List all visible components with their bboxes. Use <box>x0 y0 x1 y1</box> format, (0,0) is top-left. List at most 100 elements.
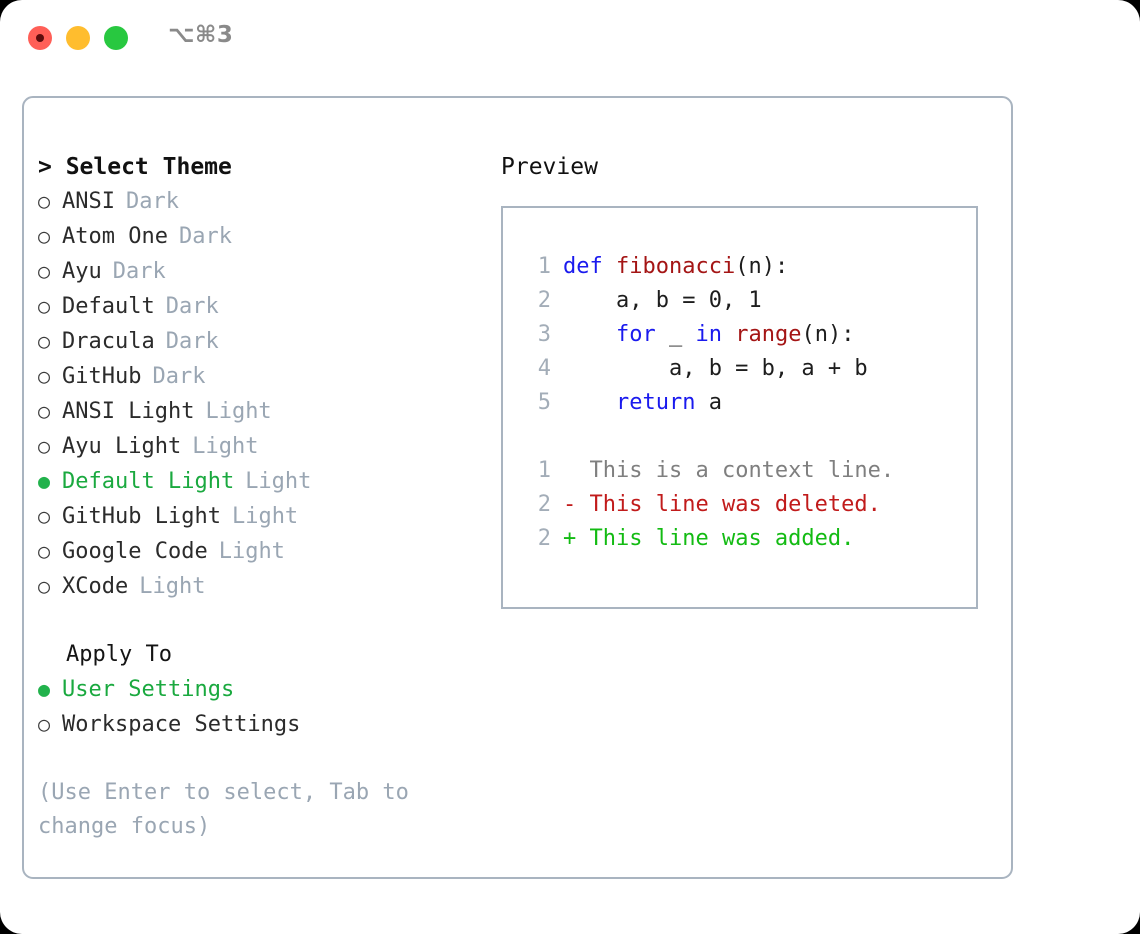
code-token-plain: _ <box>655 322 696 347</box>
diff-line-del: 2- This line was deleted. <box>517 488 976 522</box>
radio-unselected-icon: ○ <box>38 224 51 248</box>
radio-selected-icon: ● <box>38 469 51 493</box>
theme-category-badge: Dark <box>112 259 166 284</box>
theme-category-badge: Light <box>139 574 206 599</box>
code-token-kw: return <box>615 390 696 415</box>
theme-option-label: Default Light <box>62 469 235 494</box>
code-line: 3 for _ in range(n): <box>517 318 976 352</box>
minimize-button[interactable] <box>66 26 90 50</box>
theme-option-ayu[interactable]: ○ Ayu Dark <box>38 254 488 289</box>
diff-line-add: 2 + This line was added. <box>517 522 976 556</box>
maximize-button[interactable] <box>104 26 128 50</box>
radio-unselected-icon: ○ <box>38 294 51 318</box>
line-number: 1 <box>537 458 551 483</box>
code-token-plain: a, b = b, a + b <box>563 356 868 381</box>
theme-option-label: GitHub Light <box>62 504 221 529</box>
theme-category-badge: Light <box>218 539 285 564</box>
line-number: 4 <box>537 356 551 381</box>
code-token-plain <box>563 322 616 347</box>
apply-to-option-workspace-settings[interactable]: ○Workspace Settings <box>38 707 488 742</box>
code-token-plain: a <box>695 390 722 415</box>
theme-option-label: XCode <box>62 574 129 599</box>
code-token-kw: def <box>563 254 616 279</box>
radio-unselected-icon: ○ <box>38 259 51 283</box>
theme-option-label: ANSI Light <box>62 399 195 424</box>
code-line-text: a, b = 0, 1 <box>563 284 762 318</box>
code-token-plain <box>722 322 735 347</box>
radio-unselected-icon: ○ <box>38 364 51 388</box>
code-token-kw: for <box>615 322 656 347</box>
theme-option-default-light[interactable]: ● Default Light Light <box>38 464 488 499</box>
theme-option-label: Dracula <box>62 329 155 354</box>
line-number: 3 <box>537 322 551 347</box>
apply-to-options-list: ● User Settings ○Workspace Settings <box>38 672 488 742</box>
diff-marker: + <box>563 526 590 551</box>
radio-selected-icon: ● <box>38 677 51 701</box>
line-number: 2 <box>537 526 551 551</box>
theme-category-badge: Dark <box>165 294 219 319</box>
code-line: 4 a, b = b, a + b <box>517 352 976 386</box>
radio-unselected-icon: ○ <box>38 712 51 736</box>
theme-option-label: Ayu <box>62 259 102 284</box>
radio-unselected-icon: ○ <box>38 434 51 458</box>
apply-to-option-label: User Settings <box>62 677 235 702</box>
diff-body: This line was added. <box>589 526 855 551</box>
diff-marker: - <box>563 492 590 517</box>
code-line: 1 def fibonacci(n): <box>517 250 976 284</box>
diff-marker <box>563 458 590 483</box>
keyboard-hint-text: (Use Enter to select, Tab to change focu… <box>38 780 423 839</box>
theme-category-badge: Light <box>205 399 272 424</box>
theme-option-github-light[interactable]: ○ GitHub Light Light <box>38 499 488 534</box>
diff-line-text: - This line was deleted. <box>563 488 881 522</box>
code-line: 2 a, b = 0, 1 <box>517 284 976 318</box>
radio-unselected-icon: ○ <box>38 574 51 598</box>
radio-unselected-icon: ○ <box>38 504 51 528</box>
code-token-plain: (n): <box>735 254 789 279</box>
code-token-plain: a, b = 0, 1 <box>563 288 762 313</box>
theme-category-badge: Light <box>231 504 299 529</box>
code-line: 5 return a <box>517 386 976 420</box>
theme-option-xcode[interactable]: ○ XCode Light <box>38 569 488 604</box>
apply-to-title: Apply To <box>66 642 172 667</box>
apply-to-option-user-settings[interactable]: ● User Settings <box>38 672 488 707</box>
line-number: 5 <box>537 390 551 415</box>
code-line-text: for _ in range(n): <box>563 318 854 352</box>
radio-unselected-icon: ○ <box>38 539 51 563</box>
spacer <box>517 420 976 454</box>
code-line-text: return a <box>563 386 722 420</box>
window-controls <box>28 26 128 50</box>
code-token-kw: in <box>695 322 722 347</box>
theme-option-label: Default <box>62 294 155 319</box>
theme-option-label: Atom One <box>62 224 168 249</box>
code-token-plain: (n): <box>801 322 855 347</box>
preview-title: Preview <box>501 154 598 180</box>
diff-line-text: + This line was added. <box>563 522 854 556</box>
code-line-text: a, b = b, a + b <box>563 352 868 386</box>
theme-list-header: > Select Theme <box>38 154 232 180</box>
code-token-plain <box>563 390 616 415</box>
code-line-text: def fibonacci(n): <box>563 250 788 284</box>
title-bar: ⌥⌘3 <box>0 0 1140 78</box>
diff-body: This line was deleted. <box>589 492 881 517</box>
theme-category-badge: Light <box>245 469 312 494</box>
radio-unselected-icon: ○ <box>38 329 51 353</box>
close-button[interactable] <box>28 26 52 50</box>
line-number: 2 <box>537 492 551 517</box>
theme-option-default[interactable]: ○ Default Dark <box>38 289 488 324</box>
diff-line-ctx: 1 This is a context line. <box>517 454 976 488</box>
line-number: 1 <box>537 254 551 279</box>
keyboard-shortcut-label: ⌥⌘3 <box>168 22 234 48</box>
line-number: 2 <box>537 288 551 313</box>
